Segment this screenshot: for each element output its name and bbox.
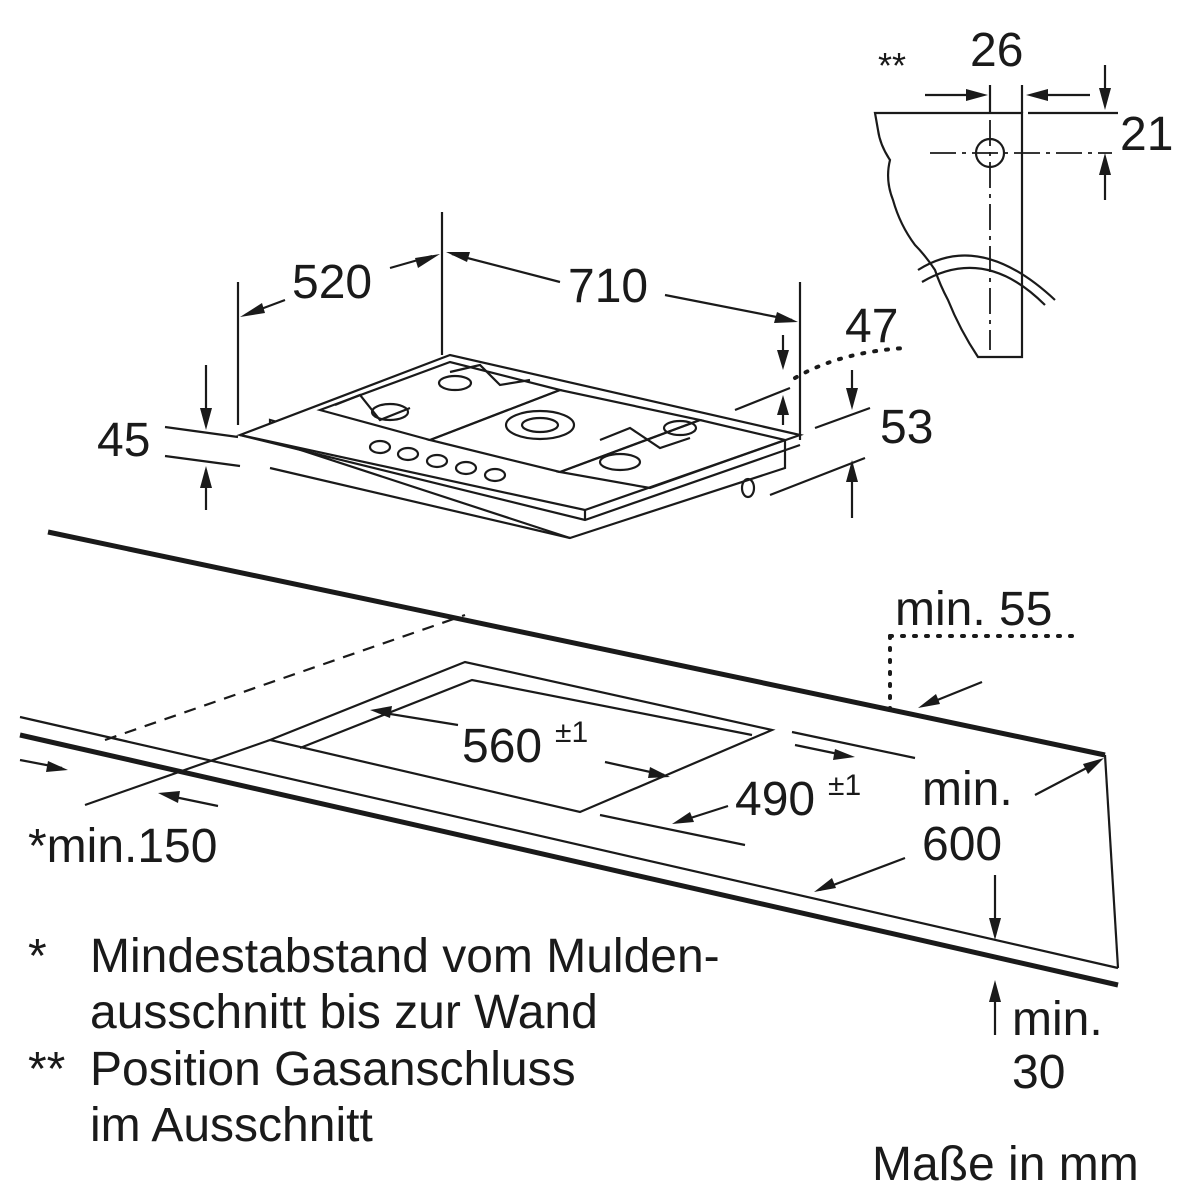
- worktop-illustration: [19, 529, 1120, 1035]
- thickness-min-label-2: 30: [1012, 1046, 1065, 1099]
- units-label: Maße in mm: [872, 1138, 1139, 1191]
- note2-line2: im Ausschnitt: [90, 1099, 373, 1152]
- gas-horizontal-label: 26: [970, 24, 1023, 77]
- width-label: 710: [568, 260, 648, 313]
- front-min-label-1: min.: [922, 763, 1013, 816]
- gas-connection-detail: [873, 65, 1118, 359]
- height-right-label: 53: [880, 401, 933, 454]
- depth-label: 520: [292, 256, 372, 309]
- note2-marker: **: [28, 1043, 65, 1096]
- note1-line2: ausschnitt bis zur Wand: [90, 986, 598, 1039]
- hob-illustration: [236, 353, 804, 540]
- note1-marker: *: [28, 930, 47, 983]
- cutout-width-tolerance: ±1: [555, 716, 588, 749]
- gas-vertical-label: 21: [1120, 108, 1173, 161]
- note2-line1: Position Gasanschluss: [90, 1043, 576, 1096]
- cutout-width-value: 560: [462, 720, 542, 773]
- height-left-label: 45: [97, 414, 150, 467]
- wall-min-label: *min.150: [28, 820, 217, 873]
- cutout-depth-value: 490: [735, 773, 815, 826]
- cutout-depth-tolerance: ±1: [828, 769, 861, 802]
- thickness-min-label-1: min.: [1012, 993, 1103, 1046]
- front-min-label-2: 600: [922, 818, 1002, 871]
- gas-marker-label: **: [878, 45, 906, 86]
- note1-line1: Mindestabstand vom Mulden-: [90, 930, 720, 983]
- back-min-label: min. 55: [895, 583, 1052, 636]
- gas-offset-label: 47: [845, 300, 898, 353]
- hob-dimension-lines: [164, 212, 907, 518]
